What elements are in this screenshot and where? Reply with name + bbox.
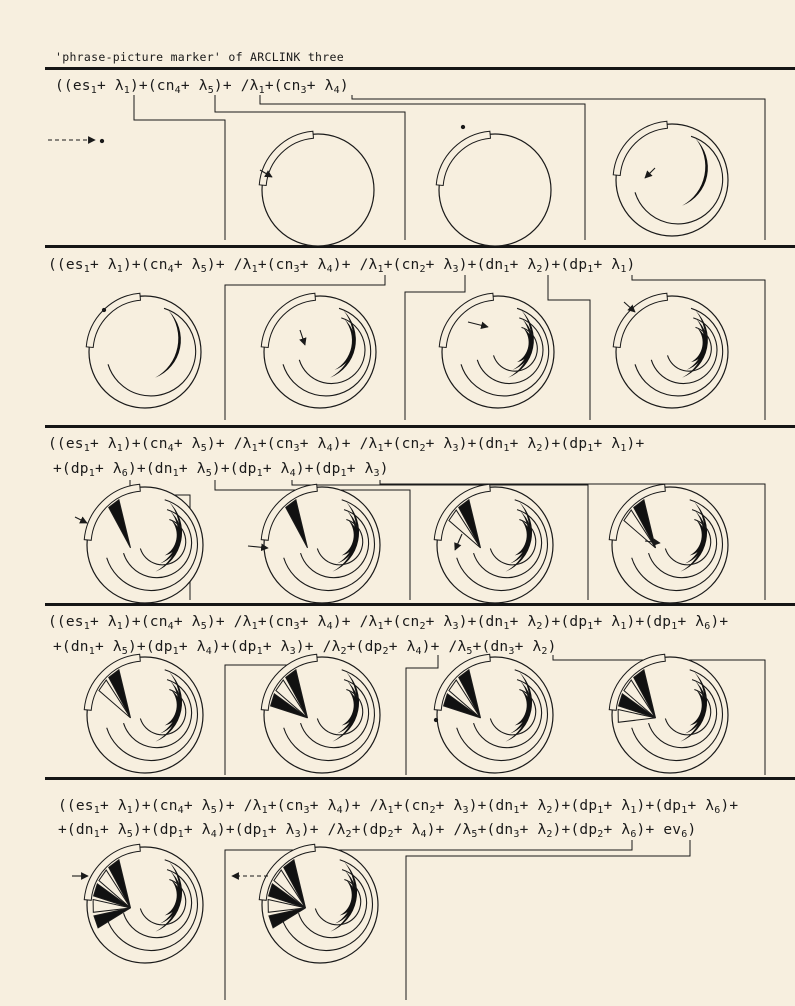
arclink-figure	[613, 293, 728, 408]
start-dot	[102, 308, 105, 311]
arclink-figure	[259, 844, 378, 963]
arclink-figure	[609, 484, 728, 603]
arclink-figure	[84, 484, 203, 603]
arclink-figure	[434, 484, 553, 603]
arclink-figure	[261, 484, 380, 603]
connector-line	[406, 840, 690, 1000]
start-dot	[461, 125, 464, 128]
arclink-figure	[84, 844, 203, 963]
arclink-figure	[609, 654, 728, 773]
arclink-figure	[434, 654, 553, 773]
arclink-figure	[439, 293, 554, 408]
arclink-figure	[84, 654, 203, 773]
arclink-figure	[259, 131, 374, 246]
arclink-figure	[436, 131, 551, 246]
arclink-figure	[261, 654, 380, 773]
pointer-arrow	[75, 517, 87, 523]
arclink-figure	[613, 121, 728, 236]
connector-line	[134, 95, 225, 240]
start-dot	[100, 139, 103, 142]
arclink-figure	[261, 293, 376, 408]
connector-line	[406, 655, 438, 775]
start-dot	[434, 718, 437, 721]
